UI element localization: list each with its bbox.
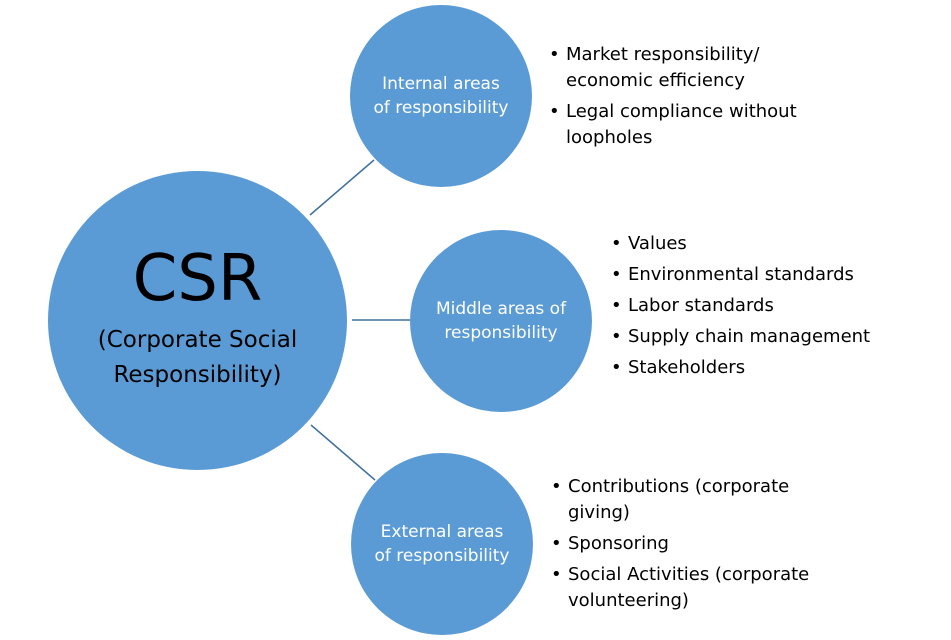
list-item: Contributions (corporate giving) — [551, 474, 841, 526]
middle-areas-list: Values Environmental standards Labor sta… — [611, 231, 891, 386]
connector-internal — [309, 159, 375, 216]
external-areas-label: External areas of responsibility — [374, 522, 510, 566]
list-item: Social Activities (corporate volunteerin… — [551, 562, 841, 614]
list-item: Sponsoring — [551, 531, 841, 557]
list-item: Labor standards — [611, 293, 891, 319]
list-item: Environmental standards — [611, 262, 891, 288]
list-item: Stakeholders — [611, 355, 891, 381]
connector-external — [310, 424, 376, 481]
list-item: Supply chain management — [611, 324, 891, 350]
list-item: Market responsibility/ economic efficien… — [549, 42, 799, 94]
external-areas-list: Contributions (corporate giving) Sponsor… — [551, 474, 841, 619]
internal-areas-circle: Internal areas of responsibility — [350, 5, 532, 187]
external-areas-circle: External areas of responsibility — [351, 453, 533, 635]
csr-hub-circle: CSR (Corporate Social Responsibility) — [48, 171, 347, 470]
list-item: Values — [611, 231, 891, 257]
internal-areas-label: Internal areas of responsibility — [373, 74, 509, 118]
hub-subtitle: (Corporate Social Responsibility) — [97, 326, 298, 388]
hub-title: CSR — [132, 241, 263, 316]
middle-areas-label: Middle areas of responsibility — [435, 299, 567, 343]
list-item: Legal compliance without loopholes — [549, 99, 799, 151]
internal-areas-list: Market responsibility/ economic efficien… — [549, 42, 799, 156]
middle-areas-circle: Middle areas of responsibility — [410, 230, 592, 412]
